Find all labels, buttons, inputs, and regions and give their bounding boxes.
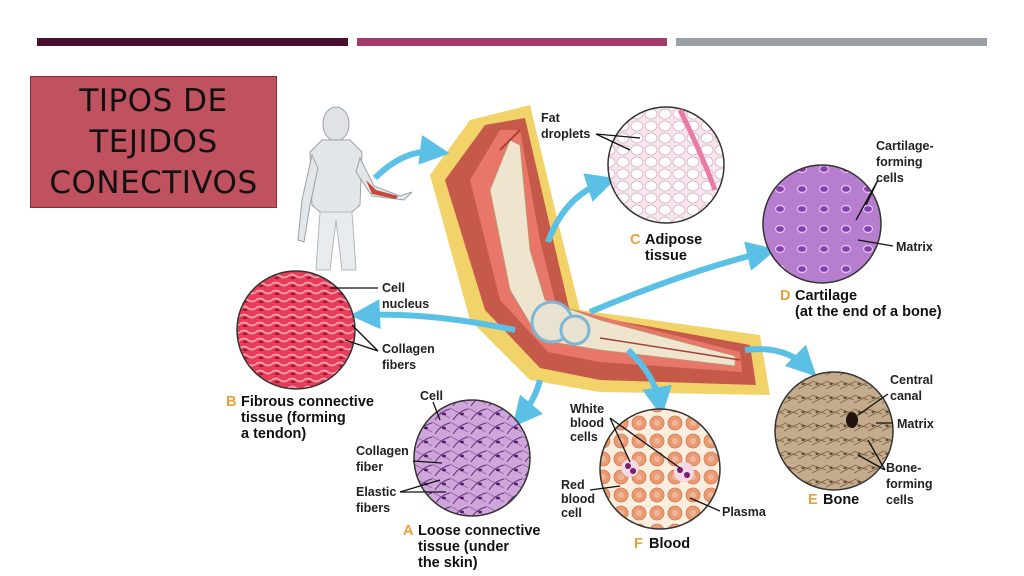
loose-name-2: tissue (under bbox=[418, 539, 509, 555]
label-cartilage-forming-1: Cartilage- bbox=[876, 139, 934, 153]
fibrous-name-2: tissue (forming bbox=[241, 410, 346, 426]
bone-circle bbox=[774, 371, 894, 491]
slide-title-box: TIPOS DE TEJIDOS CONECTIVOS bbox=[30, 76, 277, 208]
loose-name-1: Loose connective bbox=[418, 523, 540, 539]
loose-letter: A bbox=[403, 523, 414, 539]
label-elastic-1: Elastic bbox=[356, 485, 396, 499]
title-line-2: TEJIDOS bbox=[89, 123, 218, 160]
blood-letter: F bbox=[634, 536, 643, 552]
label-bone-matrix: Matrix bbox=[897, 417, 934, 431]
label-collagen-fiber-1: Collagen bbox=[356, 444, 409, 458]
slide-title: TIPOS DE TEJIDOS CONECTIVOS bbox=[49, 81, 257, 204]
title-line-1: TIPOS DE bbox=[79, 82, 228, 119]
blood-circle bbox=[599, 408, 721, 530]
fibrous-name-1: Fibrous connective bbox=[241, 394, 374, 410]
label-collagen: Collagen bbox=[382, 342, 435, 356]
label-cartilage-forming-3: cells bbox=[876, 171, 904, 185]
label-collagen-fiber-2: fiber bbox=[356, 460, 383, 474]
label-central: Central bbox=[890, 373, 933, 387]
adipose-name-2: tissue bbox=[645, 248, 687, 264]
label-cartilage-matrix: Matrix bbox=[896, 240, 933, 254]
arm-illustration bbox=[430, 105, 770, 395]
fibrous-name-3: a tendon) bbox=[241, 426, 306, 442]
arrow-to-cartilage bbox=[588, 241, 777, 315]
header-bar-dark bbox=[37, 38, 348, 46]
fibrous-letter: B bbox=[226, 394, 236, 410]
label-plasma: Plasma bbox=[722, 505, 767, 519]
label-red-3: cell bbox=[561, 506, 582, 520]
cartilage-name-2: (at the end of a bone) bbox=[795, 304, 942, 320]
cartilage-circle bbox=[762, 164, 882, 284]
label-bone-forming-2: forming bbox=[886, 477, 933, 491]
header-bar-gray bbox=[676, 38, 987, 46]
label-white-1: White bbox=[570, 402, 604, 416]
leader-lines bbox=[330, 133, 894, 512]
title-line-3: CONECTIVOS bbox=[49, 164, 258, 201]
label-cell: Cell bbox=[382, 281, 405, 295]
label-white-2: blood bbox=[570, 416, 604, 430]
label-cartilage-forming-2: forming bbox=[876, 155, 923, 169]
arrow-to-blood bbox=[625, 347, 672, 417]
label-loose-cell: Cell bbox=[420, 389, 443, 403]
label-bone-forming-3: cells bbox=[886, 493, 914, 507]
label-fat: Fat bbox=[541, 111, 561, 125]
header-bar-magenta bbox=[357, 38, 667, 46]
fibrous-tissue-circle bbox=[236, 270, 356, 390]
cartilage-name-1: Cartilage bbox=[795, 288, 857, 304]
bone-name: Bone bbox=[823, 492, 859, 508]
bone-letter: E bbox=[808, 492, 818, 508]
label-white-3: cells bbox=[570, 430, 598, 444]
human-figure-icon bbox=[297, 106, 413, 271]
label-fibers: fibers bbox=[382, 358, 416, 372]
adipose-name-1: Adipose bbox=[645, 232, 702, 248]
label-canal: canal bbox=[890, 389, 922, 403]
arrow-to-fibrous bbox=[350, 299, 516, 333]
label-elastic-2: fibers bbox=[356, 501, 390, 515]
cartilage-letter: D bbox=[780, 288, 790, 304]
label-red-1: Red bbox=[561, 478, 585, 492]
arrow-to-adipose bbox=[545, 173, 617, 244]
arrow-to-bone bbox=[744, 344, 817, 377]
label-droplets: droplets bbox=[541, 127, 590, 141]
blood-name: Blood bbox=[649, 536, 690, 552]
central-canal-mark bbox=[846, 412, 858, 428]
loose-name-3: the skin) bbox=[418, 555, 478, 571]
adipose-letter: C bbox=[630, 232, 641, 248]
loose-tissue-circle bbox=[413, 399, 531, 517]
label-red-2: blood bbox=[561, 492, 595, 506]
label-nucleus: nucleus bbox=[382, 297, 429, 311]
pointer-arrows bbox=[350, 134, 817, 428]
arrow-to-loose bbox=[512, 379, 544, 428]
label-bone-forming-1: Bone- bbox=[886, 461, 921, 475]
arrow-to-arm bbox=[372, 134, 450, 181]
